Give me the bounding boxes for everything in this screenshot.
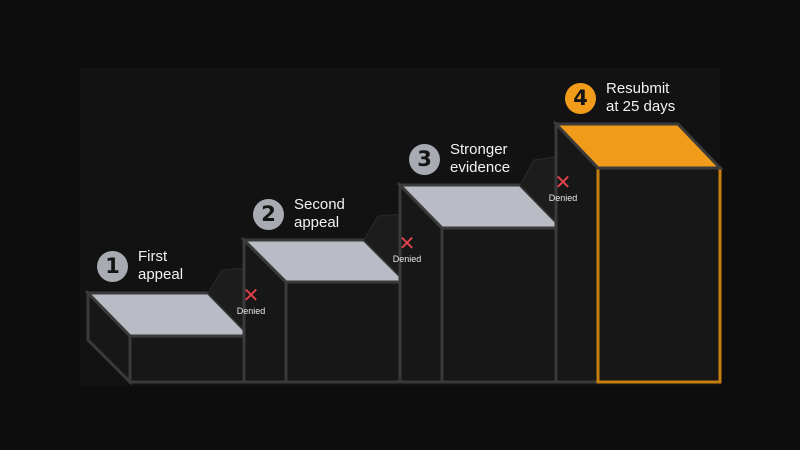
step-4-number: 4: [573, 86, 588, 110]
step-3-line-2: evidence: [450, 159, 511, 176]
step-3-front-face: [440, 226, 564, 384]
step-4-top-face: [552, 122, 724, 170]
step-4-text: Resubmit at 25 days: [606, 80, 675, 116]
step-1-front-face: [128, 334, 252, 384]
denied-badge-2: ✕ Denied: [377, 231, 437, 264]
step-2-line-2: appeal: [294, 214, 340, 231]
step-1-number: 1: [105, 254, 120, 278]
step-2-text: Second appeal: [294, 196, 345, 232]
step-3-block: [396, 181, 566, 384]
step-3-number: 3: [417, 147, 432, 171]
step-1-block: [84, 289, 254, 386]
step-4-number-badge: 4: [565, 82, 596, 114]
step-1-label: 1 First appeal: [97, 248, 183, 284]
step-4-front-face: [596, 166, 722, 384]
denied-label: Denied: [392, 254, 422, 264]
step-2-line-1: Second: [294, 196, 345, 213]
denied-label: Denied: [236, 306, 266, 316]
step-4-block: [552, 120, 724, 384]
step-2-number-badge: 2: [253, 198, 284, 230]
denied-label: Denied: [548, 193, 578, 203]
denied-badge-1: ✕ Denied: [221, 283, 281, 316]
step-3-number-badge: 3: [409, 143, 440, 175]
step-3-text: Stronger evidence: [450, 141, 510, 177]
denied-x-icon: ✕: [242, 283, 260, 307]
step-1-number-badge: 1: [97, 250, 128, 282]
step-3-label: 3 Stronger evidence: [409, 141, 510, 177]
denied-badge-3: ✕ Denied: [533, 170, 593, 203]
step-4-line-1: Resubmit: [606, 80, 670, 97]
step-1-line-1: First: [138, 248, 168, 265]
denied-x-icon: ✕: [398, 231, 416, 255]
step-1-text: First appeal: [138, 248, 183, 284]
step-1-line-2: appeal: [138, 266, 184, 283]
step-2-number: 2: [261, 202, 276, 226]
step-4-line-2: at 25 days: [606, 98, 676, 115]
step-3-line-1: Stronger: [450, 141, 508, 158]
step-2-front-face: [284, 280, 408, 384]
step-2-label: 2 Second appeal: [253, 196, 345, 232]
step-4-label: 4 Resubmit at 25 days: [565, 80, 675, 116]
denied-x-icon: ✕: [554, 170, 572, 194]
